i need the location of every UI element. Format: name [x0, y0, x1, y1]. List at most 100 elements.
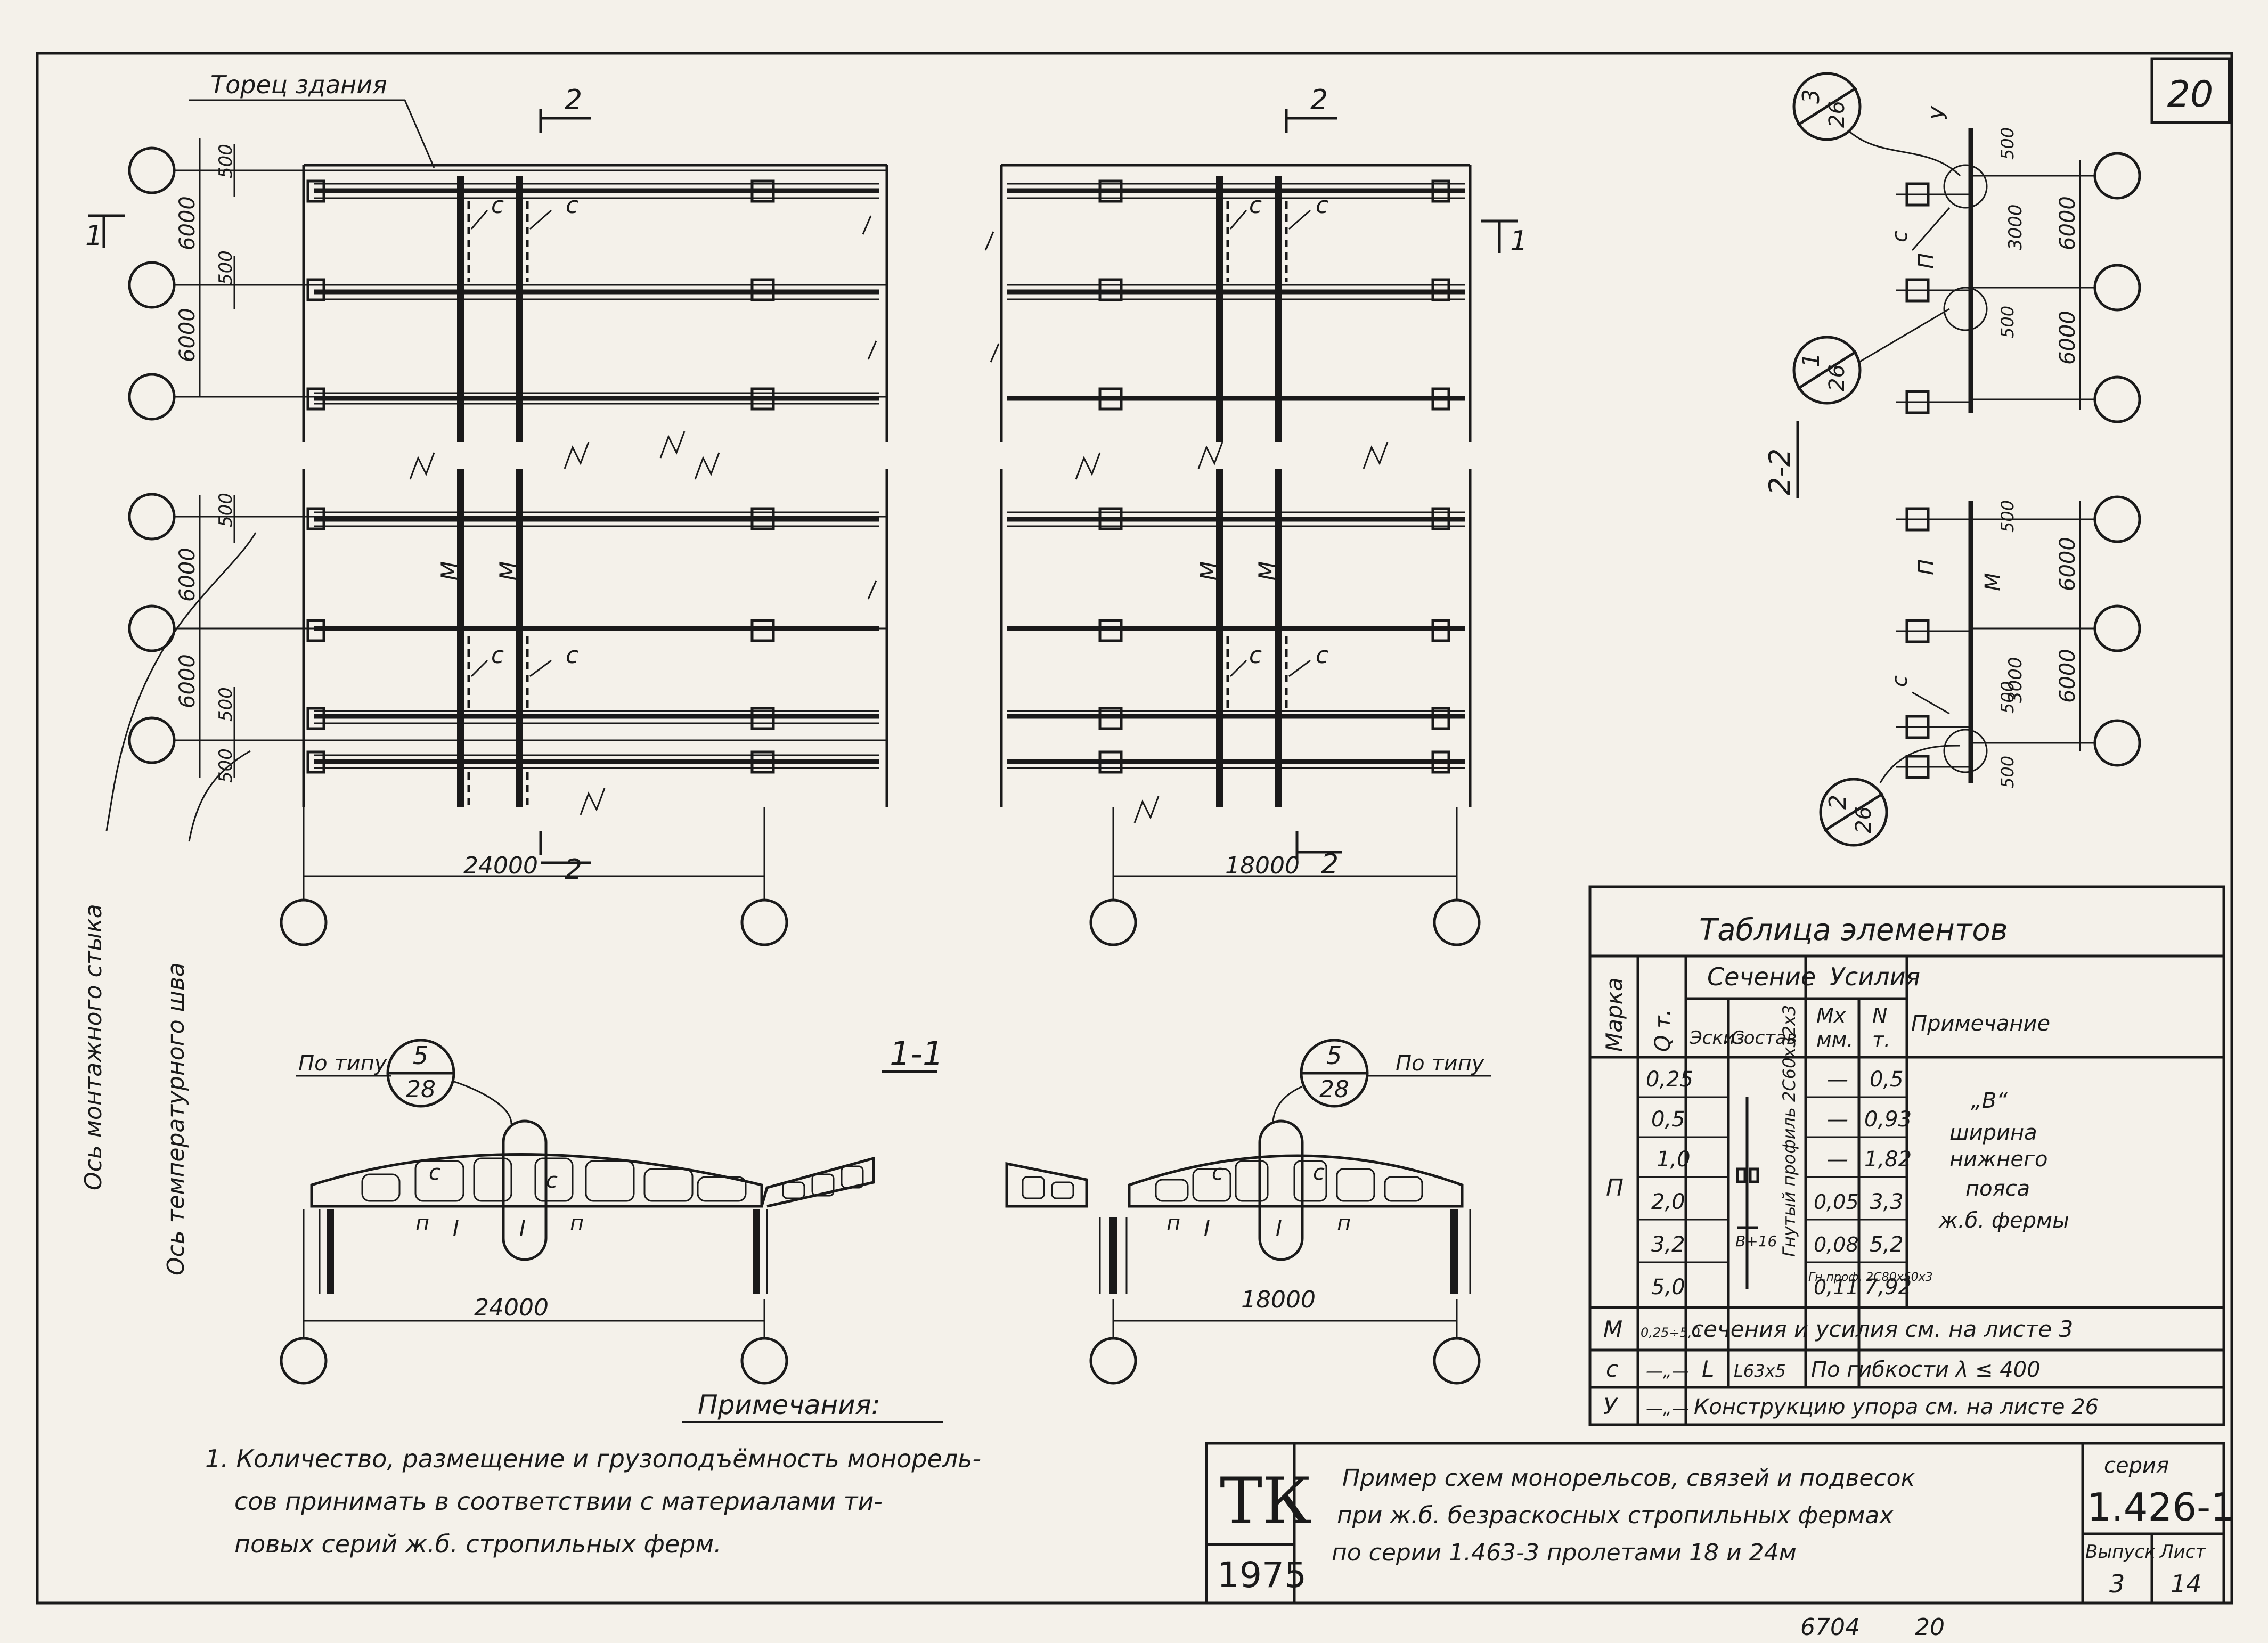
dim-label: 500: [1997, 127, 2018, 160]
label-i: I: [453, 1216, 459, 1241]
by-type-right-label: По типу: [1396, 1051, 1485, 1076]
dim-label: 6000: [2055, 196, 2080, 250]
dim-label: 3000: [2005, 657, 2026, 703]
label-c: с: [429, 1160, 440, 1185]
label-c: с: [1888, 231, 1912, 242]
callout-mid-den: 26: [1825, 364, 1849, 391]
section-1-1: 1-1 По типу 5 28 5 28 По типу: [280, 1034, 1491, 1385]
n-value: 7,92: [1864, 1275, 1912, 1299]
header-mark: Марка: [1601, 977, 1627, 1052]
brace-c-label: с: [1249, 642, 1262, 669]
title-desc-1: Пример схем монорельсов, связей и подвес…: [1342, 1465, 1915, 1492]
brace-m-label: М: [495, 561, 521, 581]
n-value: 5,2: [1870, 1232, 1904, 1257]
row-y-text: Конструкцию упора см. на листе 26: [1694, 1395, 2099, 1419]
label-p: п: [1337, 1211, 1351, 1236]
mx-value: —: [1827, 1067, 1848, 1092]
mx-value: 0,05: [1814, 1190, 1859, 1214]
sheet-number-box: [2150, 57, 2231, 124]
row-c-text: По гибкости λ ≤ 400: [1811, 1358, 2041, 1382]
axis-mounting-joint-label: Ось монтажного стыка: [80, 904, 107, 1190]
series-value: 1.426-1: [2087, 1485, 2235, 1530]
brace-c-label: с: [491, 192, 504, 219]
n-value: 0,5: [1870, 1067, 1904, 1092]
elements-table: Таблица элементов: [1588, 885, 2225, 1426]
load-value: 0,25: [1646, 1067, 1693, 1092]
row-y-mark: У: [1603, 1393, 1618, 1419]
header-load: Q т.: [1651, 1009, 1675, 1052]
section-left-span: 24000: [474, 1294, 549, 1321]
row-y-load: —„—: [1646, 1398, 1689, 1418]
composition-last: Гн.проф. 2С80х50х3: [1808, 1271, 1933, 1284]
label-p: п: [1166, 1211, 1180, 1236]
section-right-span: 18000: [1241, 1286, 1316, 1313]
cut-mark-1: 1: [85, 220, 103, 252]
mx-value: 0,11: [1814, 1276, 1859, 1299]
notes-line-3: повых серий ж.б. стропильных ферм.: [234, 1530, 722, 1558]
note-line: ж.б. фермы: [1938, 1208, 2069, 1233]
row-c-comp: L63х5: [1734, 1361, 1786, 1381]
row-mark-p: П: [1606, 1174, 1624, 1201]
header-n-unit: т.: [1872, 1028, 1890, 1051]
cut-mark-2: 2: [1321, 848, 1339, 880]
dim-label: 500: [1997, 306, 2018, 338]
series-label: серия: [2104, 1453, 2169, 1478]
row-m-load: 0,25÷5,0: [1641, 1325, 1700, 1340]
sheet-border: [36, 52, 2233, 1605]
callout-den: 28: [406, 1076, 436, 1103]
section-2-2-title: 2-2: [1763, 448, 1797, 495]
dim-label: 500: [215, 144, 236, 178]
brace-m-label: М: [436, 561, 462, 581]
label-c: с: [1313, 1160, 1325, 1185]
sheet-number: 20: [2167, 73, 2214, 116]
dim-label: 500: [215, 687, 236, 722]
dim-label: 500: [1997, 500, 2018, 533]
dim-label: 500: [215, 250, 236, 285]
row-c-load: —„—: [1646, 1361, 1689, 1381]
plan-right-span: 18000: [1225, 852, 1300, 879]
dim-label: 500: [215, 493, 236, 527]
row-c-mark: с: [1606, 1356, 1618, 1382]
notes-line-1: 1. Количество, размещение и грузоподъёмн…: [205, 1444, 981, 1473]
label-c: с: [1212, 1160, 1223, 1185]
header-note: Примечание: [1911, 1011, 2050, 1036]
brace-c-label: с: [566, 642, 578, 669]
header-sketch: Эскиз: [1689, 1027, 1744, 1049]
note-line: пояса: [1965, 1176, 2030, 1201]
load-value: 0,5: [1651, 1107, 1685, 1132]
dim-label: 6000: [175, 547, 200, 602]
section-2-2: 2-2: [1763, 72, 2141, 847]
brace-c-label: с: [566, 192, 578, 219]
callout-top-den: 26: [1825, 101, 1849, 128]
cut-mark-2: 2: [1310, 84, 1328, 116]
callout-den: 28: [1319, 1076, 1349, 1103]
callout-num: 5: [1326, 1041, 1342, 1070]
footer-doc-num: 6704: [1800, 1614, 1860, 1641]
callout-bot-num: 2: [1824, 795, 1851, 810]
load-value: 2,0: [1651, 1190, 1685, 1214]
cut-mark-1: 1: [1510, 225, 1528, 257]
callout-mid-num: 1: [1798, 353, 1825, 367]
table-title: Таблица элементов: [1699, 913, 2008, 947]
dim-label: 500: [1997, 681, 2018, 714]
sheet-value: 14: [2171, 1570, 2202, 1598]
label-p: П: [1914, 559, 1939, 575]
load-value: 3,2: [1651, 1232, 1685, 1257]
row-c-sketch: L: [1702, 1356, 1714, 1382]
callout-num: 5: [413, 1041, 428, 1070]
notes: Примечания: 1. Количество, размещение и …: [205, 1389, 981, 1558]
sheet-label: Лист: [2159, 1541, 2206, 1563]
issue-value: 3: [2109, 1570, 2125, 1598]
notes-line-2: сов принимать в соответствии с материала…: [234, 1487, 883, 1516]
dim-label: 6000: [175, 308, 200, 362]
dim-label: 6000: [175, 654, 200, 708]
label-c: с: [546, 1168, 558, 1193]
label-m: М: [1981, 573, 2005, 591]
header-forces: Усилия: [1830, 962, 1920, 991]
dim-label: 3000: [2005, 204, 2026, 250]
dim-label: 6000: [2055, 649, 2080, 703]
label-i: I: [1276, 1216, 1282, 1241]
label-i: I: [519, 1216, 526, 1241]
note-line: „B“: [1971, 1089, 2008, 1113]
